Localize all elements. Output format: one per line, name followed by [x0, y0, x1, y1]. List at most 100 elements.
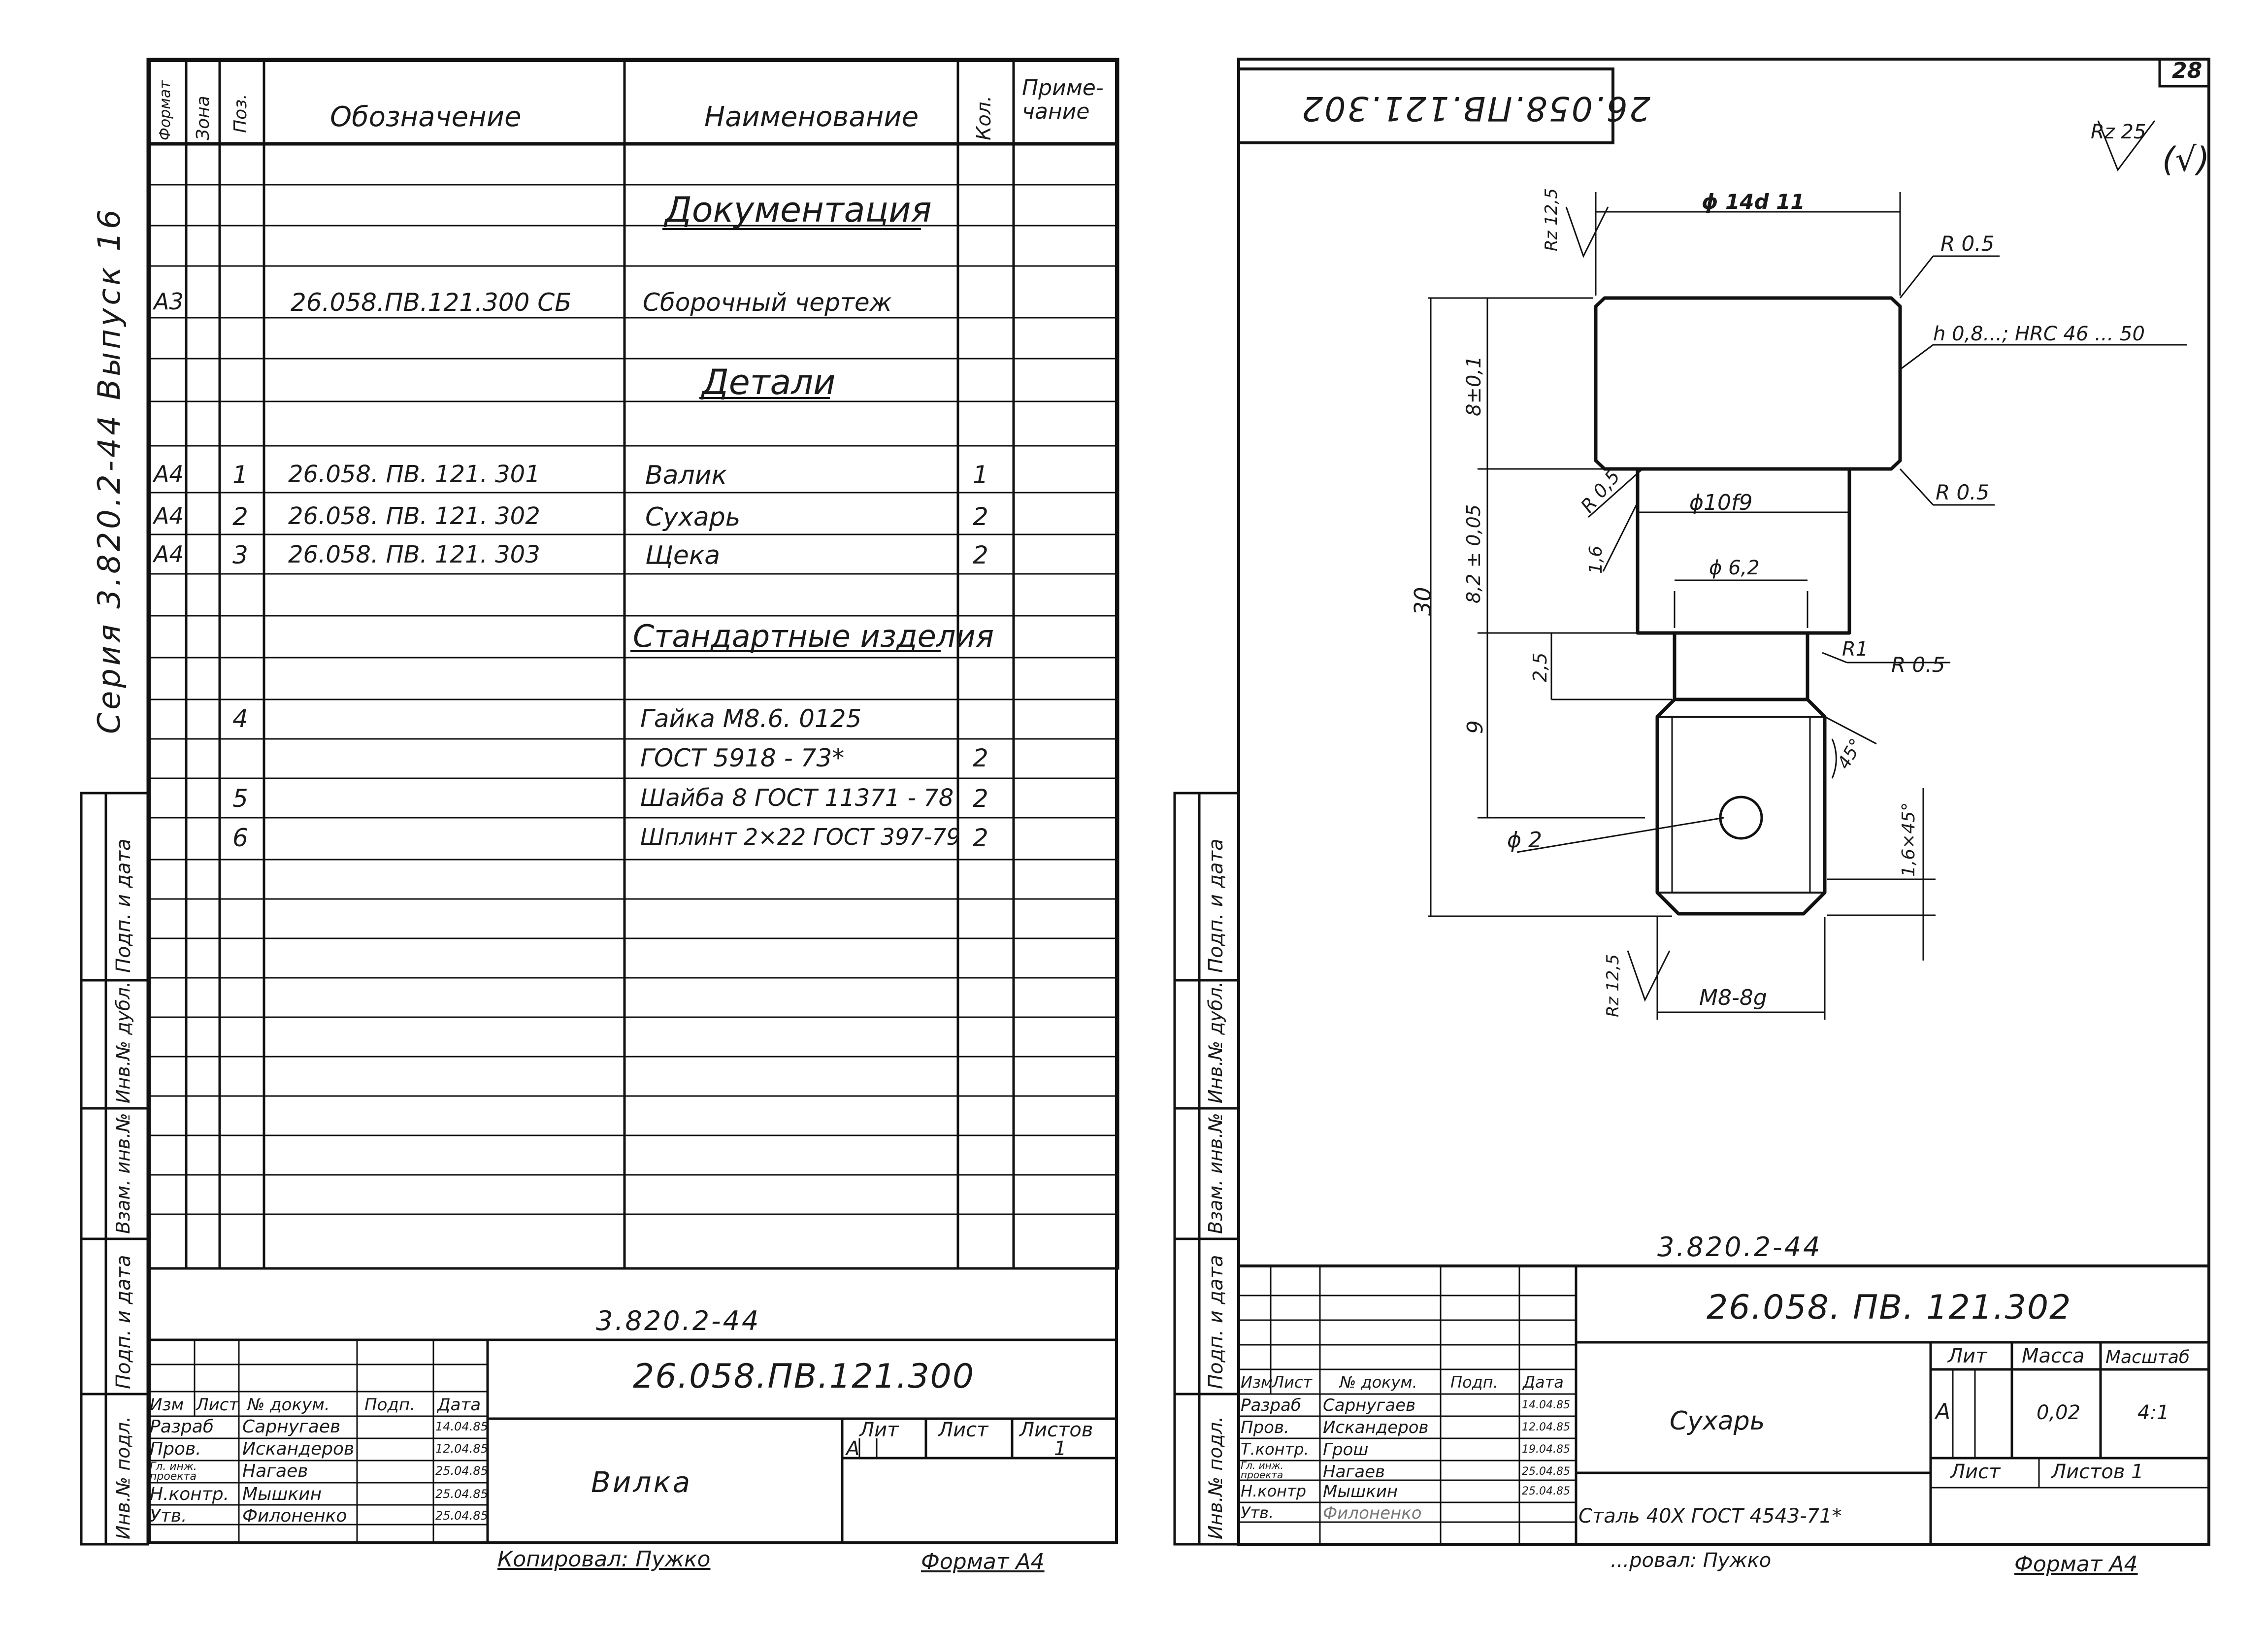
- right-role: Гл. инж. проекта: [1241, 1460, 1284, 1481]
- right-person: Филоненко: [1323, 1503, 1422, 1523]
- header-note: Приме- чание: [1022, 75, 1104, 124]
- right-mass-value: 0,02: [2037, 1401, 2081, 1424]
- dim-l8: 8±0,1: [1463, 356, 1485, 416]
- std-pos: 5: [232, 784, 248, 813]
- left-role: Утв.: [150, 1506, 187, 1526]
- dim-r05-d: R 0.5: [1891, 653, 1945, 677]
- right-scale-label: Масштаб: [2105, 1347, 2190, 1367]
- section-documentation: Документация: [665, 190, 932, 230]
- margin-stamp-repl-inv: Взам. инв.№: [1205, 1113, 1226, 1234]
- left-doc-code: 26.058.ПВ.121.300: [633, 1357, 975, 1396]
- right-lit-label: Лит: [1948, 1345, 1987, 1367]
- std-qty: 2: [973, 744, 988, 772]
- margin-stamp-orig-inv: Инв.№ подл.: [112, 1416, 134, 1539]
- right-person: Грош: [1323, 1440, 1369, 1460]
- doc-row-format: А3: [154, 288, 184, 315]
- left-person: Искандеров: [242, 1439, 355, 1459]
- left-col-head: Лист: [196, 1395, 239, 1415]
- right-top-code: 3.820.2-44: [1657, 1231, 1822, 1263]
- right-listov-label: Листов 1: [2051, 1461, 2144, 1483]
- std-pos: 4: [232, 704, 248, 733]
- left-col-head: Подп.: [364, 1395, 415, 1415]
- right-footer-copied: ...ровал: Пужко: [1611, 1549, 1772, 1572]
- header-qty: Кол.: [973, 95, 995, 140]
- dim-chamfer: 1,6×45°: [1899, 802, 1919, 877]
- std-qty: 2: [973, 824, 988, 852]
- header-zone: Зона: [193, 96, 213, 140]
- dim-l9: 9: [1463, 720, 1488, 734]
- roughness-general: Rz 25: [2091, 121, 2146, 143]
- margin-stamp-dup-inv: Инв.№ дубл.: [112, 981, 134, 1103]
- part-name: Щека: [645, 541, 721, 570]
- left-date: 25.04.85: [435, 1487, 488, 1501]
- part-pos: 1: [232, 461, 248, 489]
- part-name: Валик: [645, 461, 727, 490]
- left-footer-copied: Копировал: Пужко: [497, 1547, 711, 1572]
- dim-d14: ϕ 14d 11: [1702, 190, 1805, 214]
- std-name: ГОСТ 5918 - 73*: [640, 744, 845, 772]
- left-person: Мышкин: [242, 1484, 322, 1504]
- right-person: Нагаев: [1323, 1462, 1385, 1482]
- left-listov-value: 1: [1054, 1437, 1067, 1460]
- right-lit-value: А: [1936, 1399, 1951, 1424]
- roughness-bottom: Rz 12,5: [1603, 954, 1623, 1017]
- header-format: Формат: [157, 80, 174, 140]
- margin-stamp-dup-inv: Инв.№ дубл.: [1205, 981, 1226, 1103]
- right-date: 19.04.85: [1522, 1443, 1570, 1456]
- stamp-code-upside-down: 26.058.ПВ.121.302: [1300, 89, 1651, 128]
- section-standard: Стандартные изделия: [633, 618, 994, 654]
- right-role: Т.контр.: [1241, 1440, 1309, 1459]
- header-pos: Поз.: [230, 94, 251, 133]
- roughness-general-paren: (√): [2162, 140, 2210, 179]
- part-pos: 3: [232, 541, 248, 569]
- dim-d62: ϕ 6,2: [1709, 557, 1760, 579]
- right-role: Пров.: [1241, 1418, 1289, 1437]
- left-date: 25.04.85: [435, 1509, 488, 1523]
- margin-stamp-sign-date: Подп. и дата: [1205, 838, 1227, 973]
- part-qty: 2: [973, 541, 988, 569]
- right-col-head: Лист: [1272, 1373, 1313, 1392]
- right-doc-code: 26.058. ПВ. 121.302: [1707, 1288, 2072, 1327]
- dim-l30: 30: [1410, 587, 1436, 616]
- std-qty: 2: [973, 784, 988, 813]
- left-col-head: Дата: [437, 1395, 481, 1415]
- left-col-head: № докум.: [247, 1395, 330, 1415]
- right-col-head: Дата: [1523, 1373, 1564, 1392]
- margin-stamp-repl-inv: Взам. инв.№: [112, 1113, 134, 1234]
- right-role: Разраб: [1241, 1396, 1301, 1415]
- part-format: А4: [154, 502, 184, 529]
- right-date: 12.04.85: [1522, 1421, 1570, 1433]
- left-date: 14.04.85: [435, 1420, 488, 1433]
- right-col-head: Подп.: [1450, 1373, 1498, 1392]
- dim-m8: М8-8g: [1699, 985, 1767, 1010]
- dim-l16: 1,6: [1586, 545, 1606, 574]
- header-name: Наименование: [704, 101, 919, 133]
- dim-l82: 8,2 ± 0,05: [1463, 504, 1484, 603]
- left-lit-value: А: [846, 1437, 860, 1460]
- right-mass-label: Масса: [2022, 1345, 2085, 1367]
- part-pos: 2: [232, 502, 248, 531]
- left-top-code: 3.820.2-44: [596, 1305, 761, 1336]
- std-name: Шайба 8 ГОСТ 11371 - 78: [640, 784, 954, 812]
- part-name: Сухарь: [645, 502, 741, 532]
- dim-d10: ϕ10f9: [1689, 490, 1753, 515]
- left-lit-label: Лит: [859, 1419, 899, 1441]
- margin-stamp-orig-inv: Инв.№ подл.: [1205, 1416, 1226, 1539]
- right-scale-value: 4:1: [2137, 1401, 2169, 1424]
- part-format: А4: [154, 461, 184, 487]
- left-date: 25.04.85: [435, 1464, 488, 1478]
- left-role: Разраб: [150, 1417, 214, 1437]
- dim-r05-b: R 0.5: [1936, 480, 1990, 504]
- std-name: Гайка М8.6. 0125: [640, 704, 862, 733]
- left-col-head: Изм: [150, 1395, 184, 1415]
- left-sheet: [148, 59, 1118, 1544]
- right-doc-name: Сухарь: [1670, 1406, 1765, 1436]
- part-designation: 26.058. ПВ. 121. 302: [288, 502, 540, 530]
- part-designation: 26.058. ПВ. 121. 303: [288, 541, 540, 568]
- right-role: Н.контр: [1241, 1482, 1307, 1500]
- page-number: 28: [2172, 58, 2202, 83]
- right-person: Сарнугаев: [1323, 1396, 1416, 1415]
- right-date: 25.04.85: [1522, 1465, 1570, 1478]
- left-date: 12.04.85: [435, 1442, 488, 1456]
